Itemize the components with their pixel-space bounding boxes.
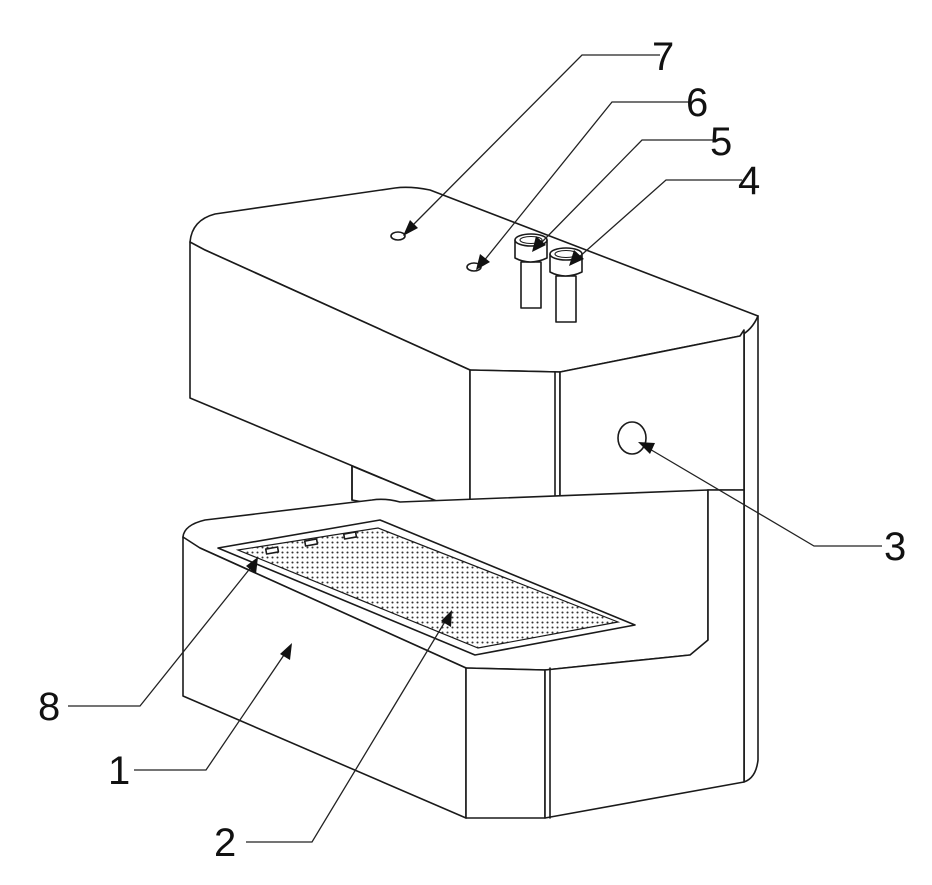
label-2: 2 [214, 821, 236, 865]
top-hole-7 [391, 232, 405, 240]
label-6: 6 [686, 81, 708, 125]
upper-head-block [190, 187, 758, 522]
label-3: 3 [884, 525, 906, 569]
label-4: 4 [738, 159, 760, 203]
label-7: 7 [652, 35, 674, 79]
label-1: 1 [108, 749, 130, 793]
label-5: 5 [710, 120, 732, 164]
back-plate [744, 316, 758, 782]
label-8: 8 [38, 685, 60, 729]
side-port-3 [618, 422, 646, 454]
lower-base-block [183, 490, 744, 818]
